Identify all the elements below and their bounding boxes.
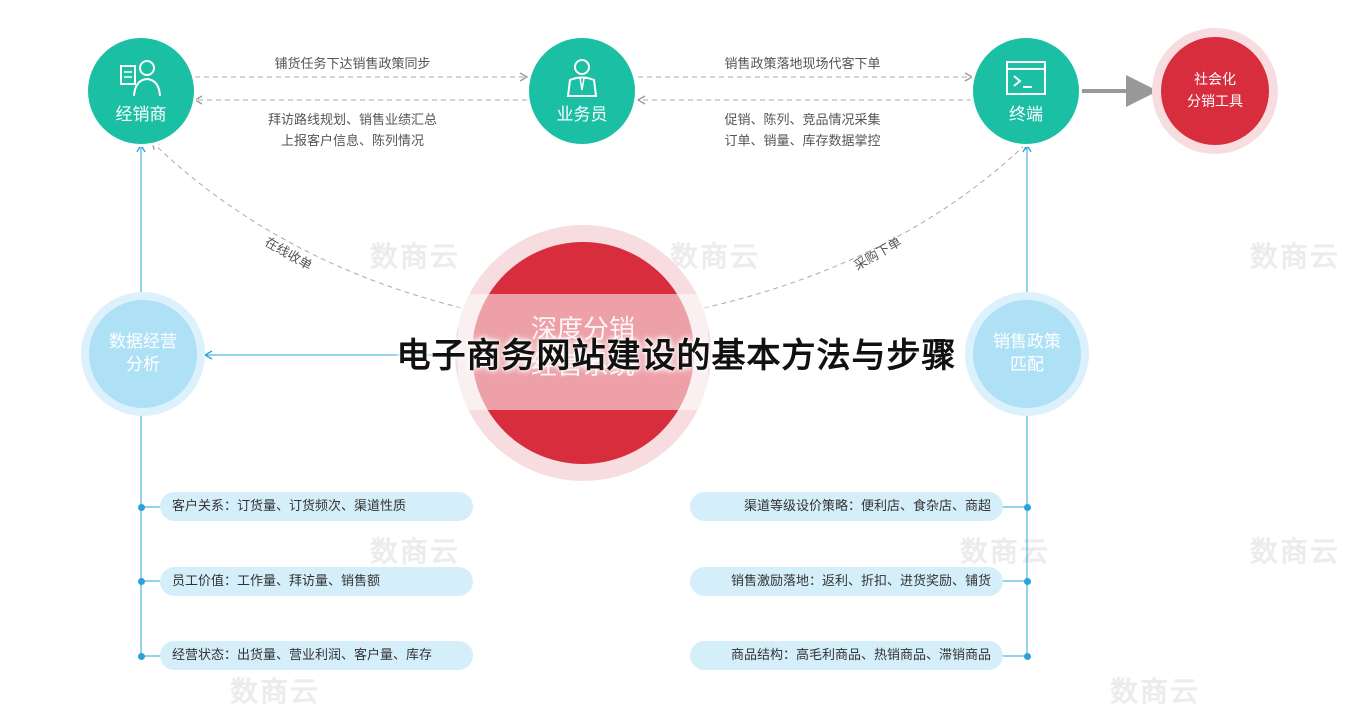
node-policy-match: 销售政策 匹配: [973, 300, 1081, 408]
bullet-dot: [138, 504, 145, 511]
edge-label-top-left-upper: 铺货任务下达销售政策同步: [274, 57, 431, 72]
right-item-product: 商品结构：高毛利商品、热销商品、滞销商品: [690, 641, 1003, 670]
node-data-analysis-ring: 数据经营 分析: [81, 292, 205, 416]
node-terminal-label: 终端: [1009, 104, 1043, 125]
edge-label-top-right-upper: 销售政策落地现场代客下单: [724, 57, 881, 72]
bullet-dot: [138, 653, 145, 660]
node-social-tool-ring: 社会化 分销工具: [1152, 28, 1278, 154]
node-data-analysis: 数据经营 分析: [89, 300, 197, 408]
left-item-customer: 客户关系：订货量、订货频次、渠道性质: [160, 492, 473, 521]
node-salesman: 业务员: [529, 38, 635, 144]
page-title: 电子商务网站建设的基本方法与步骤: [396, 336, 957, 376]
distributor-icon: [120, 59, 161, 96]
right-item-incentive: 销售激励落地：返利、折扣、进货奖励、铺货: [690, 567, 1003, 596]
node-distributor-label: 经销商: [115, 104, 167, 125]
node-social-tool: 社会化 分销工具: [1161, 37, 1269, 145]
right-item-channel: 渠道等级设价策略：便利店、食杂店、商超: [690, 492, 1003, 521]
left-item-operation: 经营状态：出货量、营业利润、客户量、库存: [160, 641, 473, 670]
edge-label-top-right-lower: 促销、陈列、竞品情况采集 订单、销量、库存数据掌控: [724, 113, 881, 149]
edge-label-top-left-lower: 拜访路线规划、销售业绩汇总 上报客户信息、陈列情况: [267, 113, 437, 149]
node-distributor: 经销商: [88, 38, 194, 144]
node-salesman-label: 业务员: [556, 104, 608, 125]
bullet-dot: [138, 578, 145, 585]
bullet-dot: [1024, 504, 1031, 511]
bullet-dot: [1024, 578, 1031, 585]
salesman-icon: [566, 58, 598, 97]
node-policy-match-ring: 销售政策 匹配: [965, 292, 1089, 416]
terminal-icon: [1006, 60, 1046, 95]
center-highlight-band: [458, 294, 708, 410]
arc-online-order: [151, 141, 471, 311]
node-terminal: 终端: [973, 38, 1079, 144]
arc-purchase-order: [694, 141, 1029, 311]
node-center-label: 深度分销 经营系统: [530, 315, 635, 381]
left-item-employee: 员工价值：工作量、拜访量、销售额: [160, 567, 473, 596]
bullet-dot: [1024, 653, 1031, 660]
